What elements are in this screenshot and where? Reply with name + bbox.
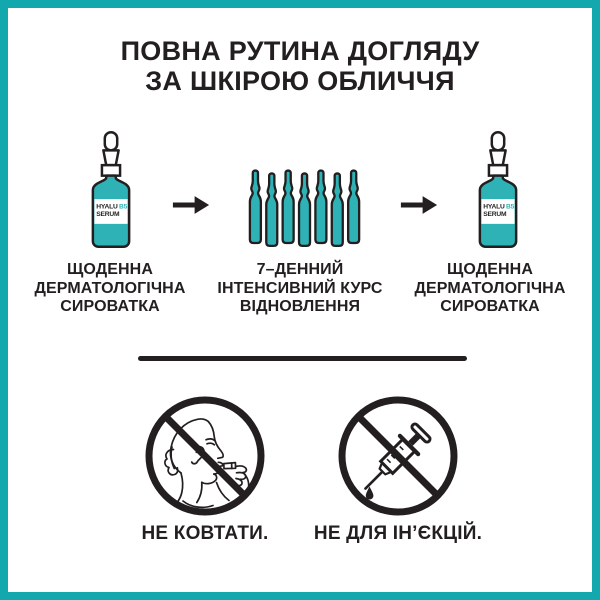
- prohibition-ring: [145, 396, 265, 516]
- warning-caption: НЕ КОВТАТИ.: [141, 523, 269, 544]
- prohibition-ring: [338, 396, 458, 516]
- ampoules-strip-icon: [248, 169, 361, 248]
- prohibition-slash: [162, 413, 248, 499]
- svg-text:HYALUB5: HYALUB5: [483, 204, 514, 211]
- prohibition-slash: [355, 413, 441, 499]
- bottle-product-text: SERUM: [96, 211, 120, 218]
- no-swallowing-icon: [145, 396, 265, 516]
- warning-caption: НЕ ДЛЯ ІН’ЄКЦІЙ.: [313, 523, 483, 544]
- step-label-7-day-course: 7–ДЕННИЙ ІНТЕНСИВНИЙ КУРС ВІДНОВЛЕННЯ: [217, 261, 383, 315]
- bottle-variant-text: B5: [506, 204, 515, 211]
- right-arrow-icon: [172, 196, 210, 214]
- bottle-brand-text: HYALU: [483, 204, 505, 211]
- bottle-brand-text: HYALU: [96, 204, 118, 211]
- section-divider: [138, 356, 467, 361]
- bottle-label: [94, 199, 128, 224]
- step-label-daily-serum: ЩОДЕННА ДЕРМАТОЛОГІЧНА СИРОВАТКА: [414, 261, 566, 315]
- liquid-drop: [365, 486, 374, 500]
- step-label-daily-serum: ЩОДЕННА ДЕРМАТОЛОГІЧНА СИРОВАТКА: [34, 261, 186, 315]
- bottle-variant-text: B5: [119, 204, 128, 211]
- bottle-product-text: SERUM: [483, 211, 507, 218]
- serum-dropper-bottle-icon: HYALUB5 SERUM: [478, 130, 518, 249]
- right-arrow-icon: [400, 196, 438, 214]
- serum-dropper-bottle-icon: HYALUB5 SERUM: [91, 130, 131, 249]
- syringe-illustration: [364, 422, 432, 490]
- svg-text:HYALUB5: HYALUB5: [96, 204, 127, 211]
- page-title: ПОВНА РУТИНА ДОГЛЯДУ ЗА ШКІРОЮ ОБЛИЧЧЯ: [120, 36, 480, 96]
- warning-no-swallowing: НЕ КОВТАТИ.: [110, 394, 300, 545]
- warning-no-injection: НЕ ДЛЯ ІН’ЄКЦІЙ.: [303, 394, 493, 545]
- bottle-label: [481, 199, 515, 224]
- no-injection-icon: [338, 396, 458, 516]
